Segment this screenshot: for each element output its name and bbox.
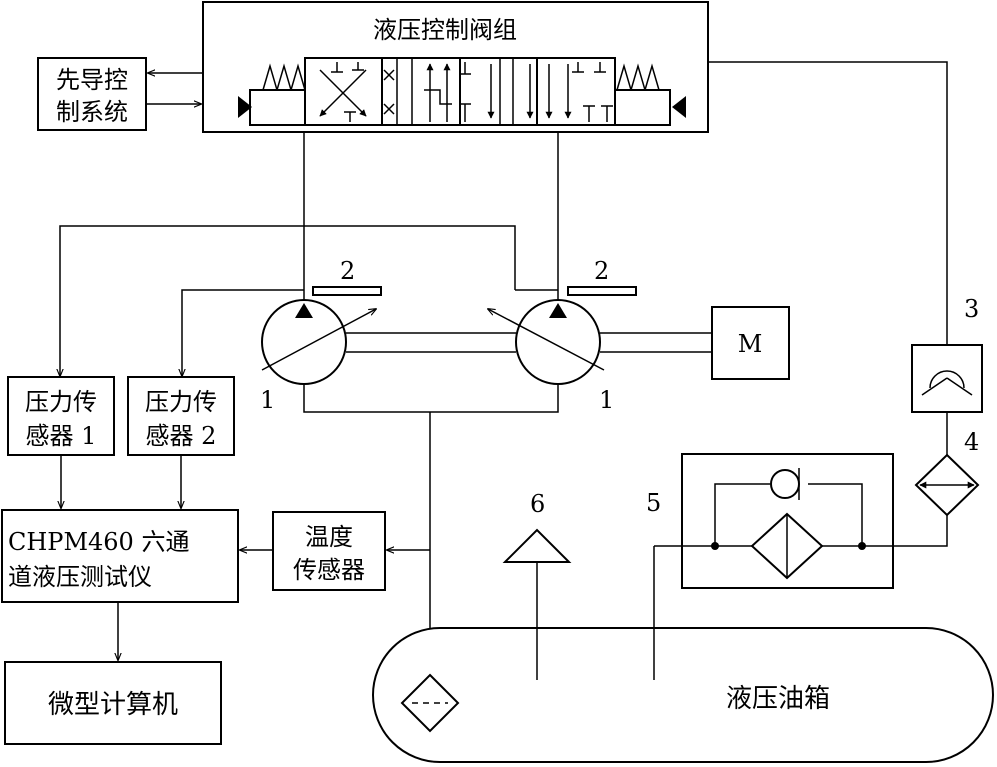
- filter-element-icon: [750, 512, 824, 580]
- sensor-2-tap-line: [182, 289, 304, 376]
- callout-cooler: 4: [964, 428, 979, 456]
- bypass-check-valve-icon: [770, 468, 800, 500]
- hydraulic-oil-tank: 液压油箱: [372, 627, 994, 763]
- chpm460-tester: CHPM460 六通 道液压测试仪: [1, 509, 239, 603]
- motor-label: M: [738, 330, 763, 358]
- pilot-control-system: 先导控 制系统: [37, 57, 147, 131]
- right-swash-plate: [567, 286, 637, 296]
- temperature-sensor: 温度 传感器: [272, 511, 386, 591]
- suction-strainer-icon: [400, 673, 460, 733]
- temp-sensor-label-line2: 传感器: [293, 556, 365, 584]
- micro-computer: 微型计算机: [4, 661, 222, 745]
- air-breather-icon: [502, 528, 572, 680]
- callout-pump-right: 1: [599, 386, 614, 414]
- callout-plate-right: 2: [594, 257, 609, 285]
- temp-sensor-label-line1: 温度: [305, 523, 353, 551]
- left-variable-pump-icon: [261, 299, 376, 385]
- pilot-system-label-line2: 制系统: [56, 98, 128, 126]
- pressure-sensor-2-label-line1: 压力传: [145, 388, 217, 416]
- pressure-sensor-2: 压力传 感器 2: [127, 376, 235, 456]
- sensor-1-tap-line: [60, 225, 516, 376]
- callout-filter-group: 5: [646, 489, 661, 517]
- tester-label-line1: CHPM460 六通: [8, 528, 189, 556]
- hydraulic-valve-group: 液压控制阀组: [202, 1, 709, 133]
- callout-pump-left: 1: [260, 386, 275, 414]
- computer-label: 微型计算机: [48, 690, 178, 720]
- right-spring-actuator-icon: [614, 63, 686, 126]
- pressure-sensor-1-label-line2: 感器 1: [26, 422, 97, 450]
- pump-shaft: [346, 332, 712, 353]
- pressure-sensor-1: 压力传 感器 1: [7, 376, 115, 456]
- pump-suction-line: [303, 384, 559, 413]
- left-swash-plate: [312, 286, 382, 296]
- right-variable-pump-icon: [488, 299, 605, 385]
- left-spring-actuator-icon: [238, 63, 306, 126]
- return-line: [708, 61, 948, 345]
- callout-plate-left: 2: [340, 257, 355, 285]
- filter-group: [654, 453, 894, 589]
- tester-label-line2: 道液压测试仪: [8, 563, 152, 591]
- pressure-sensor-2-label-line2: 感器 2: [146, 422, 217, 450]
- directional-valve-spool-icon: [304, 57, 616, 126]
- motor: M: [711, 306, 790, 380]
- callout-check-valve: 3: [964, 295, 979, 323]
- check-valve-icon: [911, 344, 983, 413]
- pilot-system-label-line1: 先导控: [56, 66, 128, 94]
- valve-group-title: 液压控制阀组: [373, 16, 517, 44]
- callout-air-breather: 6: [530, 490, 545, 518]
- pressure-sensor-1-label-line1: 压力传: [25, 388, 97, 416]
- tank-label: 液压油箱: [726, 684, 830, 714]
- cooler-icon: [914, 453, 980, 517]
